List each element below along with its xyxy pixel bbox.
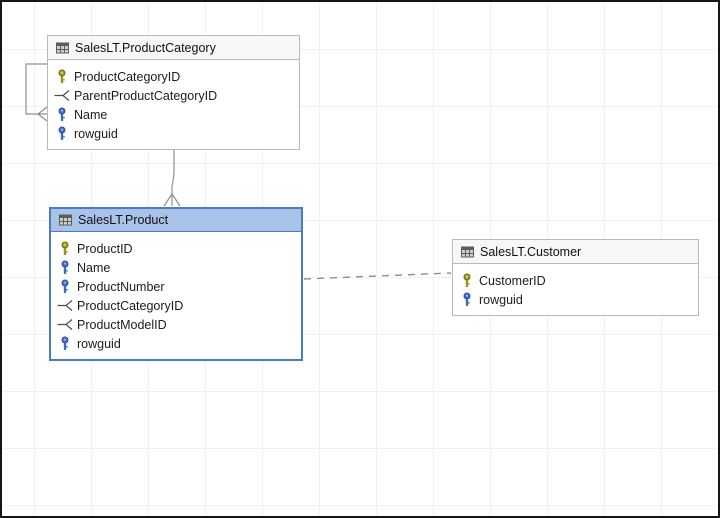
column-row-customerid[interactable]: CustomerID	[459, 271, 692, 290]
column-row-productcategoryid[interactable]: ProductCategoryID	[54, 67, 293, 86]
table-title: SalesLT.Product	[78, 213, 169, 227]
key-icon	[57, 260, 73, 275]
column-name: Name	[77, 260, 111, 275]
table-header-saleslt-product[interactable]: SalesLT.Product	[51, 209, 301, 232]
column-name: ParentProductCategoryID	[74, 88, 218, 103]
key-icon	[57, 336, 73, 351]
primary-key-icon	[459, 273, 475, 288]
column-row-parentproductcategoryid[interactable]: ParentProductCategoryID	[54, 86, 293, 105]
column-name: ProductCategoryID	[74, 69, 181, 84]
foreign-key-icon	[54, 89, 70, 102]
column-name: ProductID	[77, 241, 133, 256]
column-name: ProductNumber	[77, 279, 165, 294]
table-icon	[54, 42, 70, 54]
table-title: SalesLT.ProductCategory	[75, 40, 216, 55]
foreign-key-icon	[57, 318, 73, 331]
key-icon	[54, 126, 70, 141]
key-icon	[54, 107, 70, 122]
column-row-rowguid[interactable]: rowguid	[459, 290, 692, 309]
relationship-product-customer[interactable]	[303, 272, 452, 280]
column-row-name[interactable]: Name	[54, 105, 293, 124]
key-icon	[57, 279, 73, 294]
table-columns: CustomerID rowguid	[453, 264, 698, 315]
column-row-rowguid[interactable]: rowguid	[54, 124, 293, 143]
relationship-selfref-productcategory[interactable]	[25, 63, 48, 122]
relationship-productcategory-product[interactable]	[163, 147, 181, 207]
column-name: ProductCategoryID	[77, 298, 184, 313]
table-title: SalesLT.Customer	[480, 244, 582, 259]
column-name: rowguid	[479, 292, 523, 307]
column-row-productid[interactable]: ProductID	[57, 239, 295, 258]
column-row-name[interactable]: Name	[57, 258, 295, 277]
column-name: CustomerID	[479, 273, 546, 288]
key-icon	[459, 292, 475, 307]
table-header-saleslt-productcategory[interactable]: SalesLT.ProductCategory	[48, 36, 299, 60]
column-name: Name	[74, 107, 108, 122]
table-columns: ProductCategoryID ParentProductCategoryID…	[48, 60, 299, 149]
table-icon	[459, 246, 475, 258]
column-name: rowguid	[74, 126, 118, 141]
column-row-productmodelid[interactable]: ProductModelID	[57, 315, 295, 334]
column-name: rowguid	[77, 336, 121, 351]
foreign-key-icon	[57, 299, 73, 312]
column-row-rowguid[interactable]: rowguid	[57, 334, 295, 353]
column-row-productcategoryid[interactable]: ProductCategoryID	[57, 296, 295, 315]
column-name: ProductModelID	[77, 317, 167, 332]
table-icon	[57, 214, 73, 226]
primary-key-icon	[54, 69, 70, 84]
column-row-productnumber[interactable]: ProductNumber	[57, 277, 295, 296]
primary-key-icon	[57, 241, 73, 256]
table-header-saleslt-customer[interactable]: SalesLT.Customer	[453, 240, 698, 264]
